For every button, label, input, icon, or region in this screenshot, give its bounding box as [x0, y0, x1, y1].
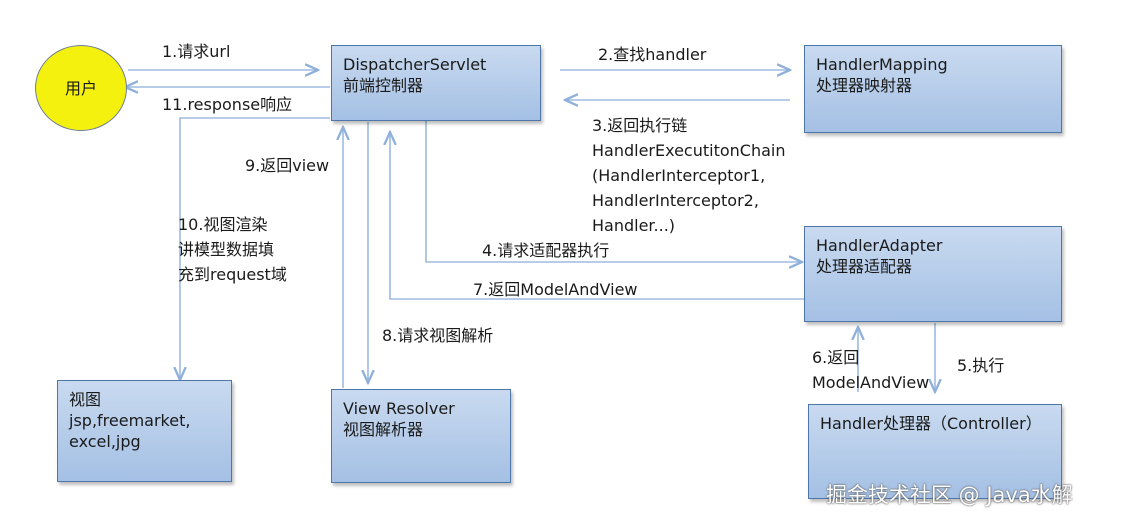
- handler-mapping-subtitle: 处理器映射器: [816, 76, 913, 95]
- view-resolver-title: View Resolver: [343, 399, 455, 418]
- handler-mapping-title: HandlerMapping: [816, 55, 948, 74]
- step-4-label: 4.请求适配器执行: [482, 241, 610, 260]
- step-3-line-5: Handler...): [592, 216, 676, 235]
- step-11-label: 11.response响应: [162, 95, 293, 114]
- view-box: 视图 jsp,freemarket, excel,jpg: [57, 380, 232, 482]
- step-7-label: 7.返回ModelAndView: [473, 280, 638, 299]
- user-node: 用户: [35, 45, 127, 131]
- arrow-10: [180, 117, 330, 380]
- dispatcher-title: DispatcherServlet: [343, 55, 487, 74]
- step-8-label: 8.请求视图解析: [382, 326, 494, 345]
- step-5-label: 5.执行: [957, 356, 1005, 375]
- view-line-3: excel,jpg: [69, 432, 141, 451]
- step-3-line-2: HandlerExecutitonChain: [592, 141, 786, 160]
- handler-controller-box: Handler处理器（Controller）: [808, 404, 1062, 499]
- step-10-line-3: 充到request域: [178, 265, 287, 284]
- step-3-line-3: (HandlerInterceptor1,: [592, 166, 766, 185]
- step-1-label: 1.请求url: [162, 42, 231, 61]
- step-6-label: 6.返回 ModelAndView: [812, 345, 929, 395]
- step-3-label: 3.返回执行链 HandlerExecutitonChain (HandlerI…: [592, 113, 786, 238]
- view-resolver-subtitle: 视图解析器: [343, 420, 424, 439]
- dispatcher-subtitle: 前端控制器: [343, 76, 424, 95]
- dispatcher-servlet-box: DispatcherServlet 前端控制器: [331, 45, 541, 121]
- view-resolver-box: View Resolver 视图解析器: [331, 389, 511, 483]
- view-title: 视图: [69, 390, 102, 409]
- step-9-label: 9.返回view: [245, 156, 330, 175]
- arrow-7: [390, 132, 805, 300]
- step-2-label: 2.查找handler: [598, 45, 707, 64]
- watermark: 掘金技术社区 @ Java水解: [826, 483, 1073, 507]
- arrow-4: [425, 120, 802, 262]
- step-3-line-1: 3.返回执行链: [592, 116, 688, 135]
- step-6-line-2: ModelAndView: [812, 373, 930, 392]
- step-10-line-1: 10.视图渲染: [178, 215, 268, 234]
- handler-adapter-box: HandlerAdapter 处理器适配器: [804, 226, 1062, 322]
- handler-controller-title: Handler处理器（Controller）: [820, 414, 1042, 433]
- step-10-label: 10.视图渲染 讲模型数据填 充到request域: [178, 212, 287, 287]
- view-line-2: jsp,freemarket,: [69, 411, 191, 430]
- step-10-line-2: 讲模型数据填: [178, 240, 275, 259]
- handler-adapter-subtitle: 处理器适配器: [816, 257, 913, 276]
- step-3-line-4: HandlerInterceptor2,: [592, 191, 759, 210]
- handler-mapping-box: HandlerMapping 处理器映射器: [804, 45, 1062, 133]
- handler-adapter-title: HandlerAdapter: [816, 236, 943, 255]
- step-6-line-1: 6.返回: [812, 348, 860, 367]
